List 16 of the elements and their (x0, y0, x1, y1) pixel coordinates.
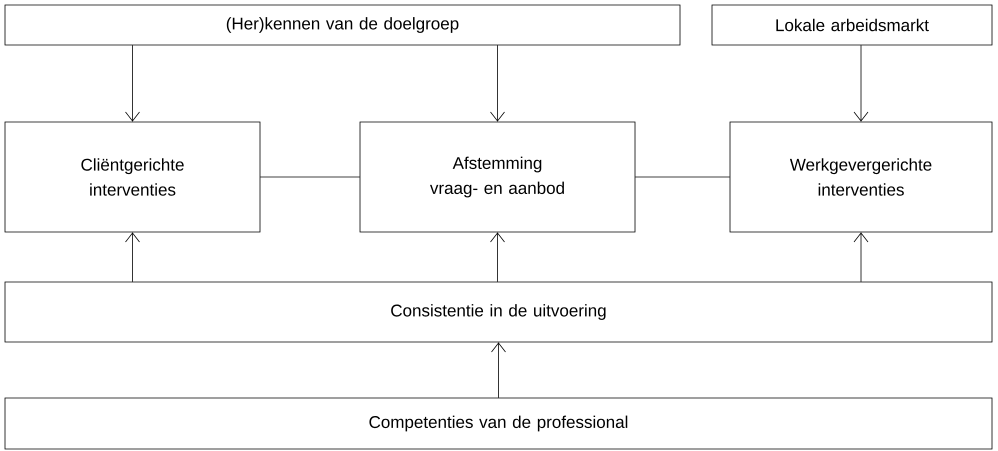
text-box: (Her)kennen van de doelgroep (4, 4, 680, 46)
arrow (125, 232, 140, 282)
arrow (854, 232, 868, 282)
arrow (491, 342, 506, 398)
text-box: Lokale arbeidsmarkt (712, 4, 992, 46)
text-box: Cliëntgerichte interventies (4, 122, 260, 232)
arrow (490, 232, 505, 282)
arrow (125, 45, 140, 122)
connector-line (260, 176, 360, 178)
text-box: Competenties van de professional (4, 398, 992, 450)
arrow (854, 45, 868, 122)
text-box: Werkgevergerichte interventies (730, 122, 992, 232)
arrow (490, 45, 505, 122)
connector-line (635, 176, 730, 178)
text-box: Consistentie in de uitvoering (4, 282, 992, 342)
text-box: Afstemming vraag- en aanbod (360, 122, 636, 232)
